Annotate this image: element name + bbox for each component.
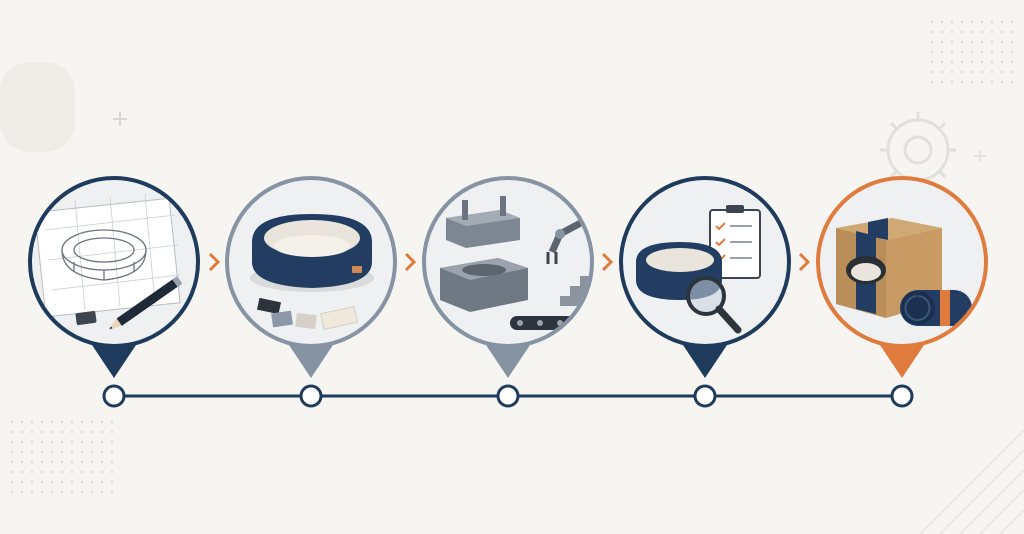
step-pin [289, 345, 333, 378]
shipping-box-icon [836, 218, 972, 326]
step-pin [486, 345, 530, 378]
timeline-node [890, 384, 914, 408]
step-pin [92, 345, 136, 378]
step-packaging [816, 176, 988, 378]
chevron-right-icon [404, 252, 417, 272]
timeline-nodes [102, 384, 914, 408]
step-pin [880, 345, 924, 378]
step-design-sketch [28, 176, 200, 378]
chevron-right-icon [208, 252, 221, 272]
timeline-node [102, 384, 126, 408]
sketch-drawing-icon [34, 193, 183, 330]
timeline-node [299, 384, 323, 408]
chevron-right-icon [601, 252, 614, 272]
timeline-node [693, 384, 717, 408]
step-manufacturing [422, 176, 594, 378]
inspection-checklist-icon [636, 205, 761, 334]
step-quality-check [619, 176, 791, 378]
background-decoration [0, 20, 1024, 534]
timeline-node [496, 384, 520, 408]
gear-icon [880, 112, 956, 188]
step-materials [225, 176, 397, 378]
pet-bed-materials-icon [250, 214, 374, 330]
step-pin [683, 345, 727, 378]
chevron-right-icon [798, 252, 811, 272]
